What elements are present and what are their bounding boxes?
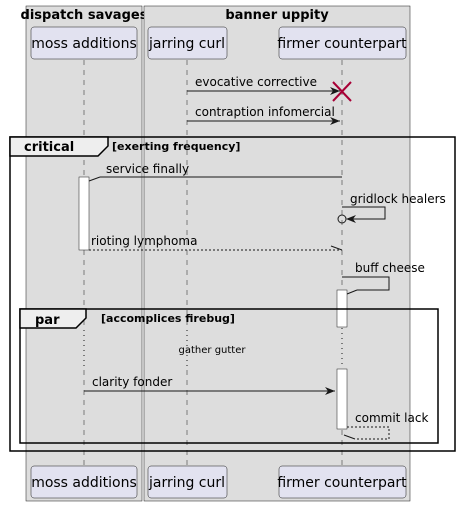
participant-label: jarring curl xyxy=(148,36,225,52)
message-label: service finally xyxy=(106,162,189,176)
participant-moss-additions-bottom[interactable]: moss additions xyxy=(30,465,138,499)
message-label: commit lack xyxy=(355,411,428,425)
participant-label: moss additions xyxy=(31,36,137,52)
participant-label: firmer counterpart xyxy=(277,36,407,52)
message-label: clarity fonder xyxy=(92,375,172,389)
participant-label: jarring curl xyxy=(148,475,225,491)
message-gridlock-healers[interactable]: gridlock healers xyxy=(337,192,446,224)
box-dispatch-savages: dispatch savages xyxy=(21,5,148,502)
frame-critical: critical [exerting frequency] xyxy=(9,136,456,452)
message-contraption-infomercial[interactable]: contraption infomercial xyxy=(187,105,340,125)
delay-label: gather gutter xyxy=(179,345,247,356)
message-evocative-corrective[interactable]: evocative corrective xyxy=(187,75,340,95)
participant-firmer-counterpart-bottom[interactable]: firmer counterpart xyxy=(277,465,407,499)
message-label: rioting lymphoma xyxy=(91,234,197,248)
message-rioting-lymphoma[interactable]: rioting lymphoma xyxy=(89,234,343,251)
message-commit-lack[interactable]: commit lack xyxy=(343,411,428,440)
box-title-dispatch-savages: dispatch savages xyxy=(21,8,148,23)
message-service-finally[interactable]: service finally xyxy=(88,162,342,182)
message-label: buff cheese xyxy=(355,261,425,275)
destroy-icon xyxy=(332,81,352,102)
delay-section: gather gutter xyxy=(79,328,348,368)
message-label: evocative corrective xyxy=(195,75,317,89)
participant-label: moss additions xyxy=(31,475,137,491)
activation-bar-firmer-2 xyxy=(336,368,348,430)
activation-bar-moss xyxy=(78,176,90,251)
message-label: contraption infomercial xyxy=(195,105,335,119)
frame-critical-keyword: critical xyxy=(24,140,74,155)
message-clarity-fonder[interactable]: clarity fonder xyxy=(84,375,335,395)
box-banner-uppity: banner uppity xyxy=(143,5,411,502)
frame-par-condition: [accomplices firebug] xyxy=(101,312,235,325)
message-buff-cheese[interactable]: buff cheese xyxy=(342,261,425,295)
participant-jarring-curl-top[interactable]: jarring curl xyxy=(147,26,228,60)
message-label: gridlock healers xyxy=(350,192,446,206)
frame-critical-condition: [exerting frequency] xyxy=(112,140,240,153)
frame-par: par [accomplices firebug] xyxy=(19,308,439,444)
participant-firmer-counterpart-top[interactable]: firmer counterpart xyxy=(277,26,407,60)
box-title-banner-uppity: banner uppity xyxy=(225,8,329,23)
participant-label: firmer counterpart xyxy=(277,475,407,491)
participant-jarring-curl-bottom[interactable]: jarring curl xyxy=(147,465,228,499)
participant-moss-additions-top[interactable]: moss additions xyxy=(30,26,138,60)
frame-par-keyword: par xyxy=(35,313,60,328)
